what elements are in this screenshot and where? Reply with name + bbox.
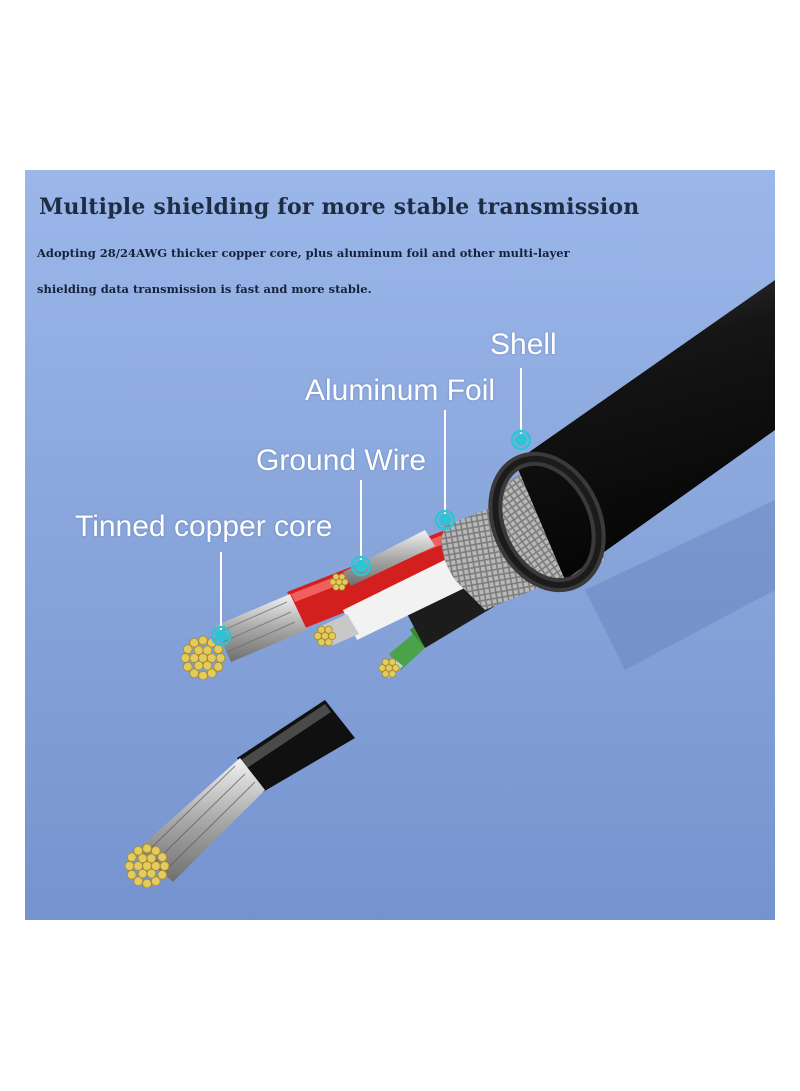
green-wire-core-end xyxy=(378,658,400,678)
copper-strand xyxy=(378,664,387,672)
copper-strand xyxy=(133,845,143,856)
callout-marker-dot xyxy=(434,509,456,531)
copper-strand xyxy=(142,878,152,889)
copper-strand xyxy=(332,573,340,581)
copper-strand xyxy=(133,876,143,887)
copper-strand xyxy=(332,583,340,591)
copper-strand xyxy=(182,661,193,672)
copper-strand xyxy=(180,653,191,663)
label-shell: Shell xyxy=(490,328,557,361)
black-wire-core-end xyxy=(124,843,170,889)
copper-strand xyxy=(146,853,157,864)
copper-strand xyxy=(324,638,333,647)
copper-strand xyxy=(193,660,204,671)
copper-strand xyxy=(313,631,322,640)
cable-shell-body xyxy=(515,280,775,580)
label-tinned-copper-core: Tinned copper core xyxy=(75,510,333,543)
copper-strand xyxy=(159,861,170,871)
white-wire-core-end xyxy=(313,625,337,647)
copper-strand xyxy=(317,625,326,634)
black-wire-jacket xyxy=(237,700,355,792)
callout-marker-dot xyxy=(350,555,372,577)
copper-strand xyxy=(157,869,168,880)
copper-strand xyxy=(338,583,346,591)
callout-marker-dot xyxy=(354,559,368,573)
callout-markers xyxy=(210,429,532,647)
copper-strand xyxy=(151,876,161,887)
copper-strand xyxy=(137,868,148,879)
page-title: Multiple shielding for more stable trans… xyxy=(39,194,640,220)
copper-strand xyxy=(198,670,208,681)
copper-strand xyxy=(388,658,397,666)
copper-strand xyxy=(391,664,400,672)
copper-strand xyxy=(124,861,135,871)
copper-strand xyxy=(202,645,213,656)
copper-strand xyxy=(151,845,161,856)
copper-strand xyxy=(329,578,337,586)
copper-strand xyxy=(157,852,168,862)
green-wire-inner xyxy=(389,634,425,670)
copper-strand xyxy=(328,631,337,640)
white-wire-jacket xyxy=(343,550,477,640)
callout-marker-dot xyxy=(214,629,228,643)
copper-strand xyxy=(126,852,137,862)
callout-marker-dot xyxy=(510,429,532,451)
cable-shadow xyxy=(585,500,775,670)
callout-marker-dot xyxy=(210,625,232,647)
label-ground-wire: Ground Wire xyxy=(256,444,427,477)
copper-strand xyxy=(126,869,137,880)
red-wire-core-end xyxy=(180,635,226,681)
copper-strand xyxy=(189,668,200,679)
label-aluminum-foil: Aluminum Foil xyxy=(305,374,496,407)
black-wire-jacket-highlight xyxy=(241,704,331,768)
cable-diagram-panel: Multiple shielding for more stable trans… xyxy=(25,170,775,920)
copper-strand xyxy=(317,638,326,647)
copper-strand xyxy=(388,670,397,678)
callout-marker-dot xyxy=(438,513,452,527)
callout-marker-dot xyxy=(514,433,528,447)
black-wire-strands xyxy=(137,758,265,882)
copper-strand xyxy=(215,653,226,663)
copper-strand xyxy=(142,843,152,854)
copper-strand xyxy=(207,668,217,679)
copper-strand xyxy=(341,578,349,586)
copper-strand xyxy=(182,644,193,655)
description-line-2: shielding data transmission is fast and … xyxy=(37,282,372,296)
copper-strand xyxy=(381,658,390,666)
ground-wire-core-end xyxy=(329,573,349,591)
copper-strand xyxy=(189,637,200,648)
copper-strand xyxy=(381,670,390,678)
copper-strand xyxy=(324,625,333,634)
copper-strand xyxy=(198,635,208,646)
copper-strand xyxy=(213,661,224,672)
cable-illustration xyxy=(124,280,775,889)
copper-strand xyxy=(338,573,346,581)
description-line-1: Adopting 28/24AWG thicker copper core, p… xyxy=(37,246,570,260)
red-wire-strands xyxy=(215,594,307,662)
